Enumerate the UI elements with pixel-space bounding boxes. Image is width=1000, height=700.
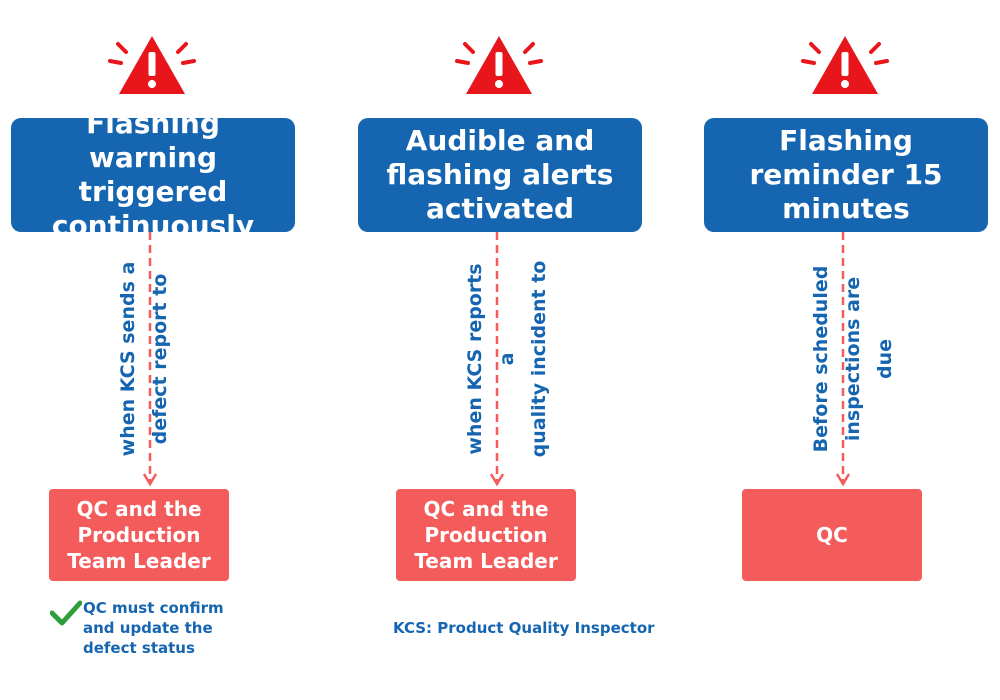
dashed-arrow (835, 232, 851, 487)
condition-label: Before scheduled inspections are due (810, 265, 896, 453)
title-box: Flashing reminder 15 minutes (704, 118, 988, 232)
recipient-box: QC and the Production Team Leader (396, 489, 576, 581)
title-box: Flashing warning triggered continuously (11, 107, 295, 242)
check-icon (50, 600, 82, 626)
warning-triangle-icon (455, 36, 543, 94)
column-defect-report: Flashing warning triggered continuously … (2, 0, 302, 700)
condition-label: when KCS reports a quality incident to (464, 260, 550, 458)
recipient-box: QC and the Production Team Leader (49, 489, 229, 581)
legend: KCS: Product Quality Inspector (393, 619, 655, 637)
recipient-box: QC (742, 489, 922, 581)
warning-triangle-icon (108, 36, 196, 94)
condition-label: when KCS sends a defect report to (117, 261, 171, 457)
dashed-arrow (142, 232, 158, 487)
dashed-arrow (489, 232, 505, 487)
warning-triangle-icon (801, 36, 889, 94)
note-text: QC must confirm and update the defect st… (83, 599, 224, 657)
column-scheduled-inspection: Flashing reminder 15 minutes Before sche… (695, 0, 995, 700)
column-quality-incident: Audible and flashing alerts activated wh… (349, 0, 649, 700)
title-box: Audible and flashing alerts activated (358, 118, 642, 232)
